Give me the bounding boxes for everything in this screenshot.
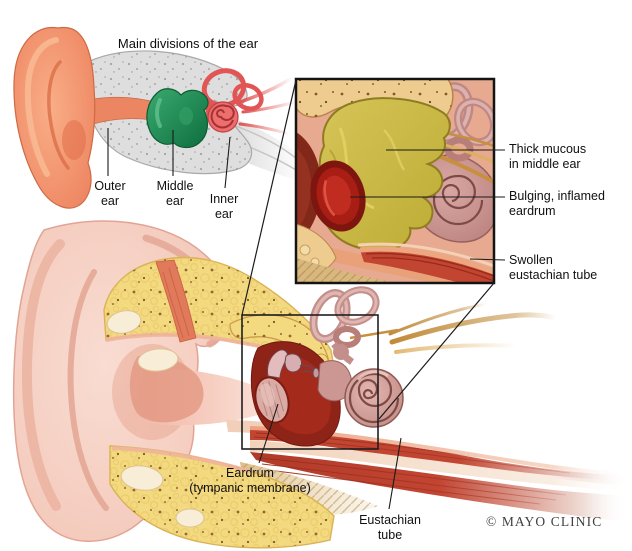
- inset-zoom-view: [294, 77, 496, 285]
- label-eardrum: Eardrum (tympanic membrane): [189, 466, 311, 496]
- label-inner-ear: Inner ear: [209, 192, 239, 222]
- label-thick-mucous: Thick mucous in middle ear: [509, 142, 587, 172]
- small-ear-diagram: [13, 26, 302, 209]
- label-swollen-eustachian-tube: Swollen eustachian tube: [509, 253, 598, 283]
- label-bulging-eardrum: Bulging, inflamed eardrum: [509, 189, 605, 219]
- diagram-title: Main divisions of the ear: [117, 36, 259, 51]
- label-leader-lines: [107, 128, 506, 510]
- selection-square: [241, 314, 379, 450]
- label-middle-ear: Middle ear: [156, 179, 194, 209]
- label-outer-ear: Outer ear: [94, 179, 126, 209]
- label-eustachian-tube: Eustachian tube: [359, 513, 421, 543]
- main-ear-illustration: [12, 220, 629, 549]
- inset-zoom-border: [294, 77, 496, 285]
- connector-lines: [241, 79, 495, 420]
- copyright-mayo-clinic: © MAYO CLINIC: [486, 514, 603, 529]
